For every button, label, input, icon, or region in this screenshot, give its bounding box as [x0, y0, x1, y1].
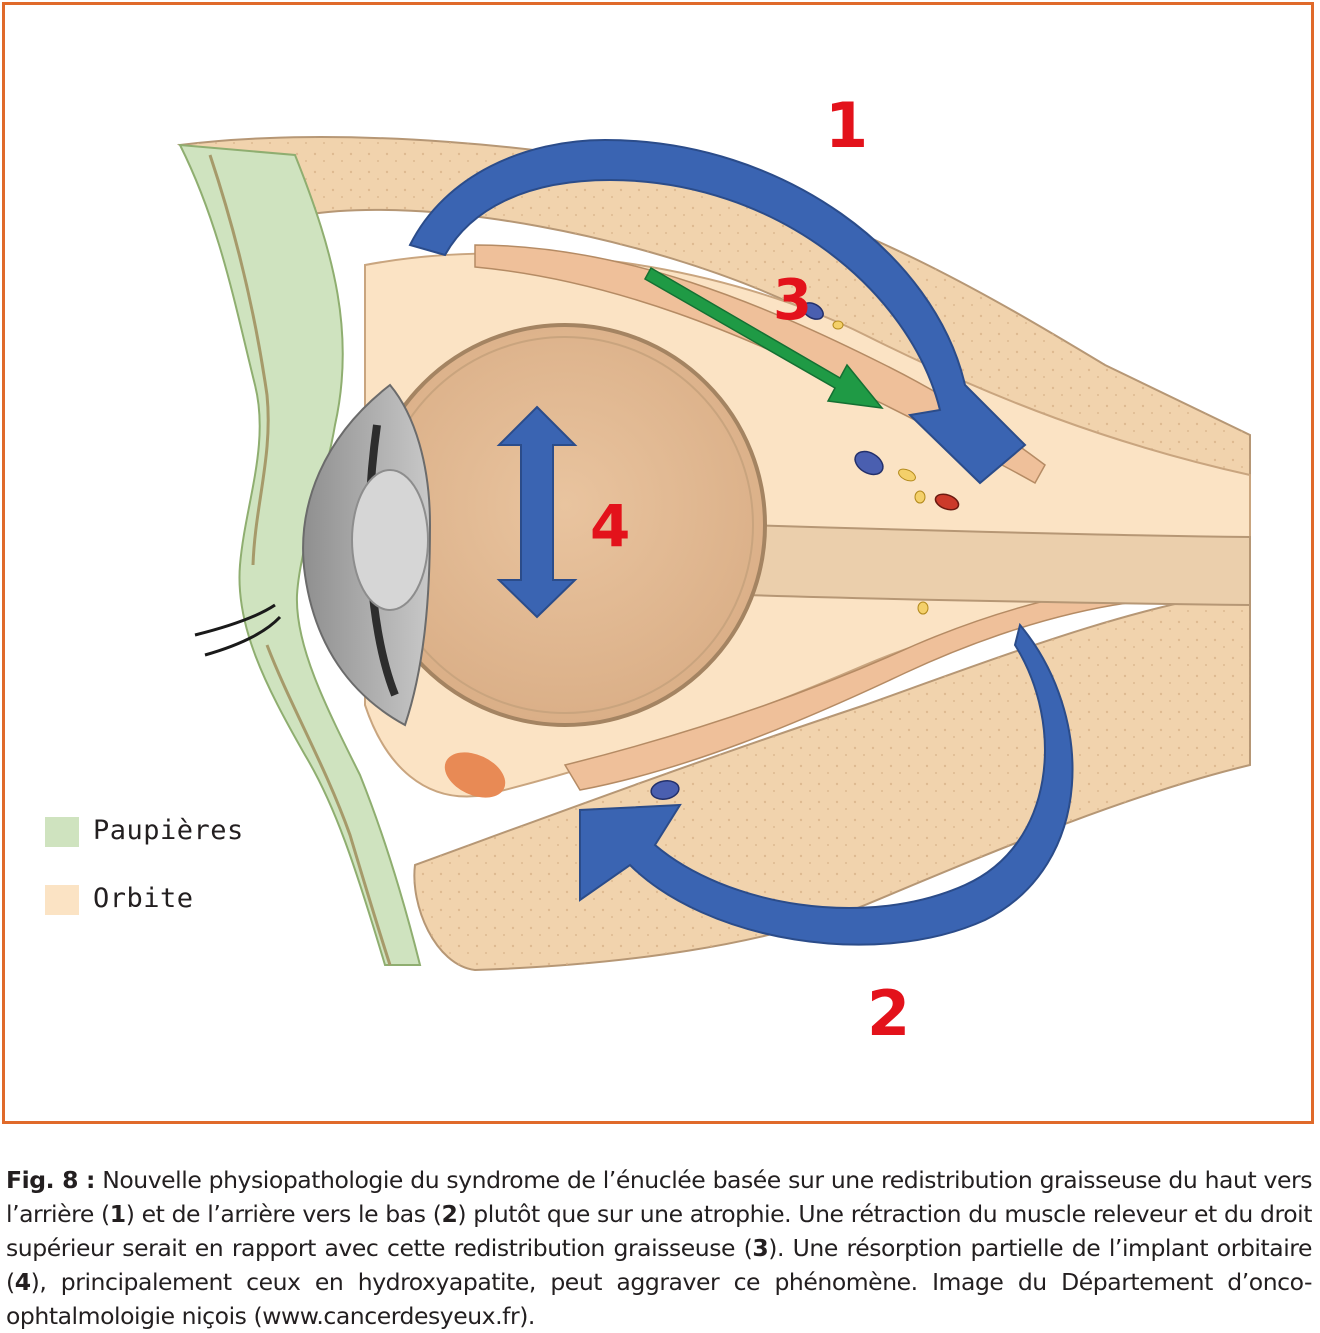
vessel-blue-lower — [650, 780, 680, 800]
caption-ref-2: 2 — [441, 1200, 458, 1228]
caption-ref-1: 1 — [109, 1200, 126, 1228]
vessel-red — [934, 493, 960, 511]
eyelids-swatch — [45, 817, 79, 847]
optic-nerve — [744, 523, 1251, 607]
orbit-swatch — [45, 885, 79, 915]
marker-2: 2 — [867, 977, 911, 1050]
eyelashes — [194, 603, 282, 657]
lens — [351, 469, 429, 611]
caption-text-4: ). Une résorption partielle de l’implant… — [6, 1234, 1312, 1296]
caption-fig-label: Fig. 8 : — [6, 1166, 95, 1194]
marker-1: 1 — [825, 89, 869, 162]
vessel-blue-upper — [802, 302, 824, 320]
arrow-3-muscle-retraction — [643, 266, 884, 409]
vessel-yellow-lower — [917, 601, 929, 615]
lower-gland — [444, 752, 506, 798]
caption-ref-4: 4 — [14, 1268, 31, 1296]
arrow-4-implant-resorption — [496, 405, 578, 619]
vessel-blue-mid — [854, 450, 884, 476]
caption-text-3: ) plutôt que sur une atrophie. Une rétra… — [6, 1200, 1312, 1262]
caption-text-2: ) et de l’arrière vers le bas ( — [125, 1200, 442, 1228]
caption-ref-3: 3 — [752, 1234, 769, 1262]
orbit-anatomy-illustration — [176, 136, 1251, 972]
superior-rectus-muscle — [474, 244, 1046, 485]
vessel-yellow-mid — [898, 468, 916, 482]
arrow-1-upper-to-back — [408, 138, 1027, 485]
vessel-yellow-small — [914, 490, 926, 504]
figure-frame: 1 2 3 4 Paupières Orbite — [2, 2, 1314, 1124]
marker-3: 3 — [773, 268, 812, 333]
vessel-yellow-upper — [832, 320, 844, 330]
marker-4: 4 — [590, 492, 631, 560]
caption-text-1: Nouvelle physiopathologie du syndrome de… — [6, 1166, 1312, 1228]
arrow-2-back-to-down — [579, 622, 1074, 946]
legend-label-eyelids: Paupières — [93, 815, 244, 846]
figure-caption: Fig. 8 : Nouvelle physiopathologie du sy… — [6, 1163, 1312, 1333]
legend-label-orbit: Orbite — [93, 883, 194, 914]
caption-text-5: ), principalement ceux en hydroxyapatite… — [6, 1268, 1312, 1330]
